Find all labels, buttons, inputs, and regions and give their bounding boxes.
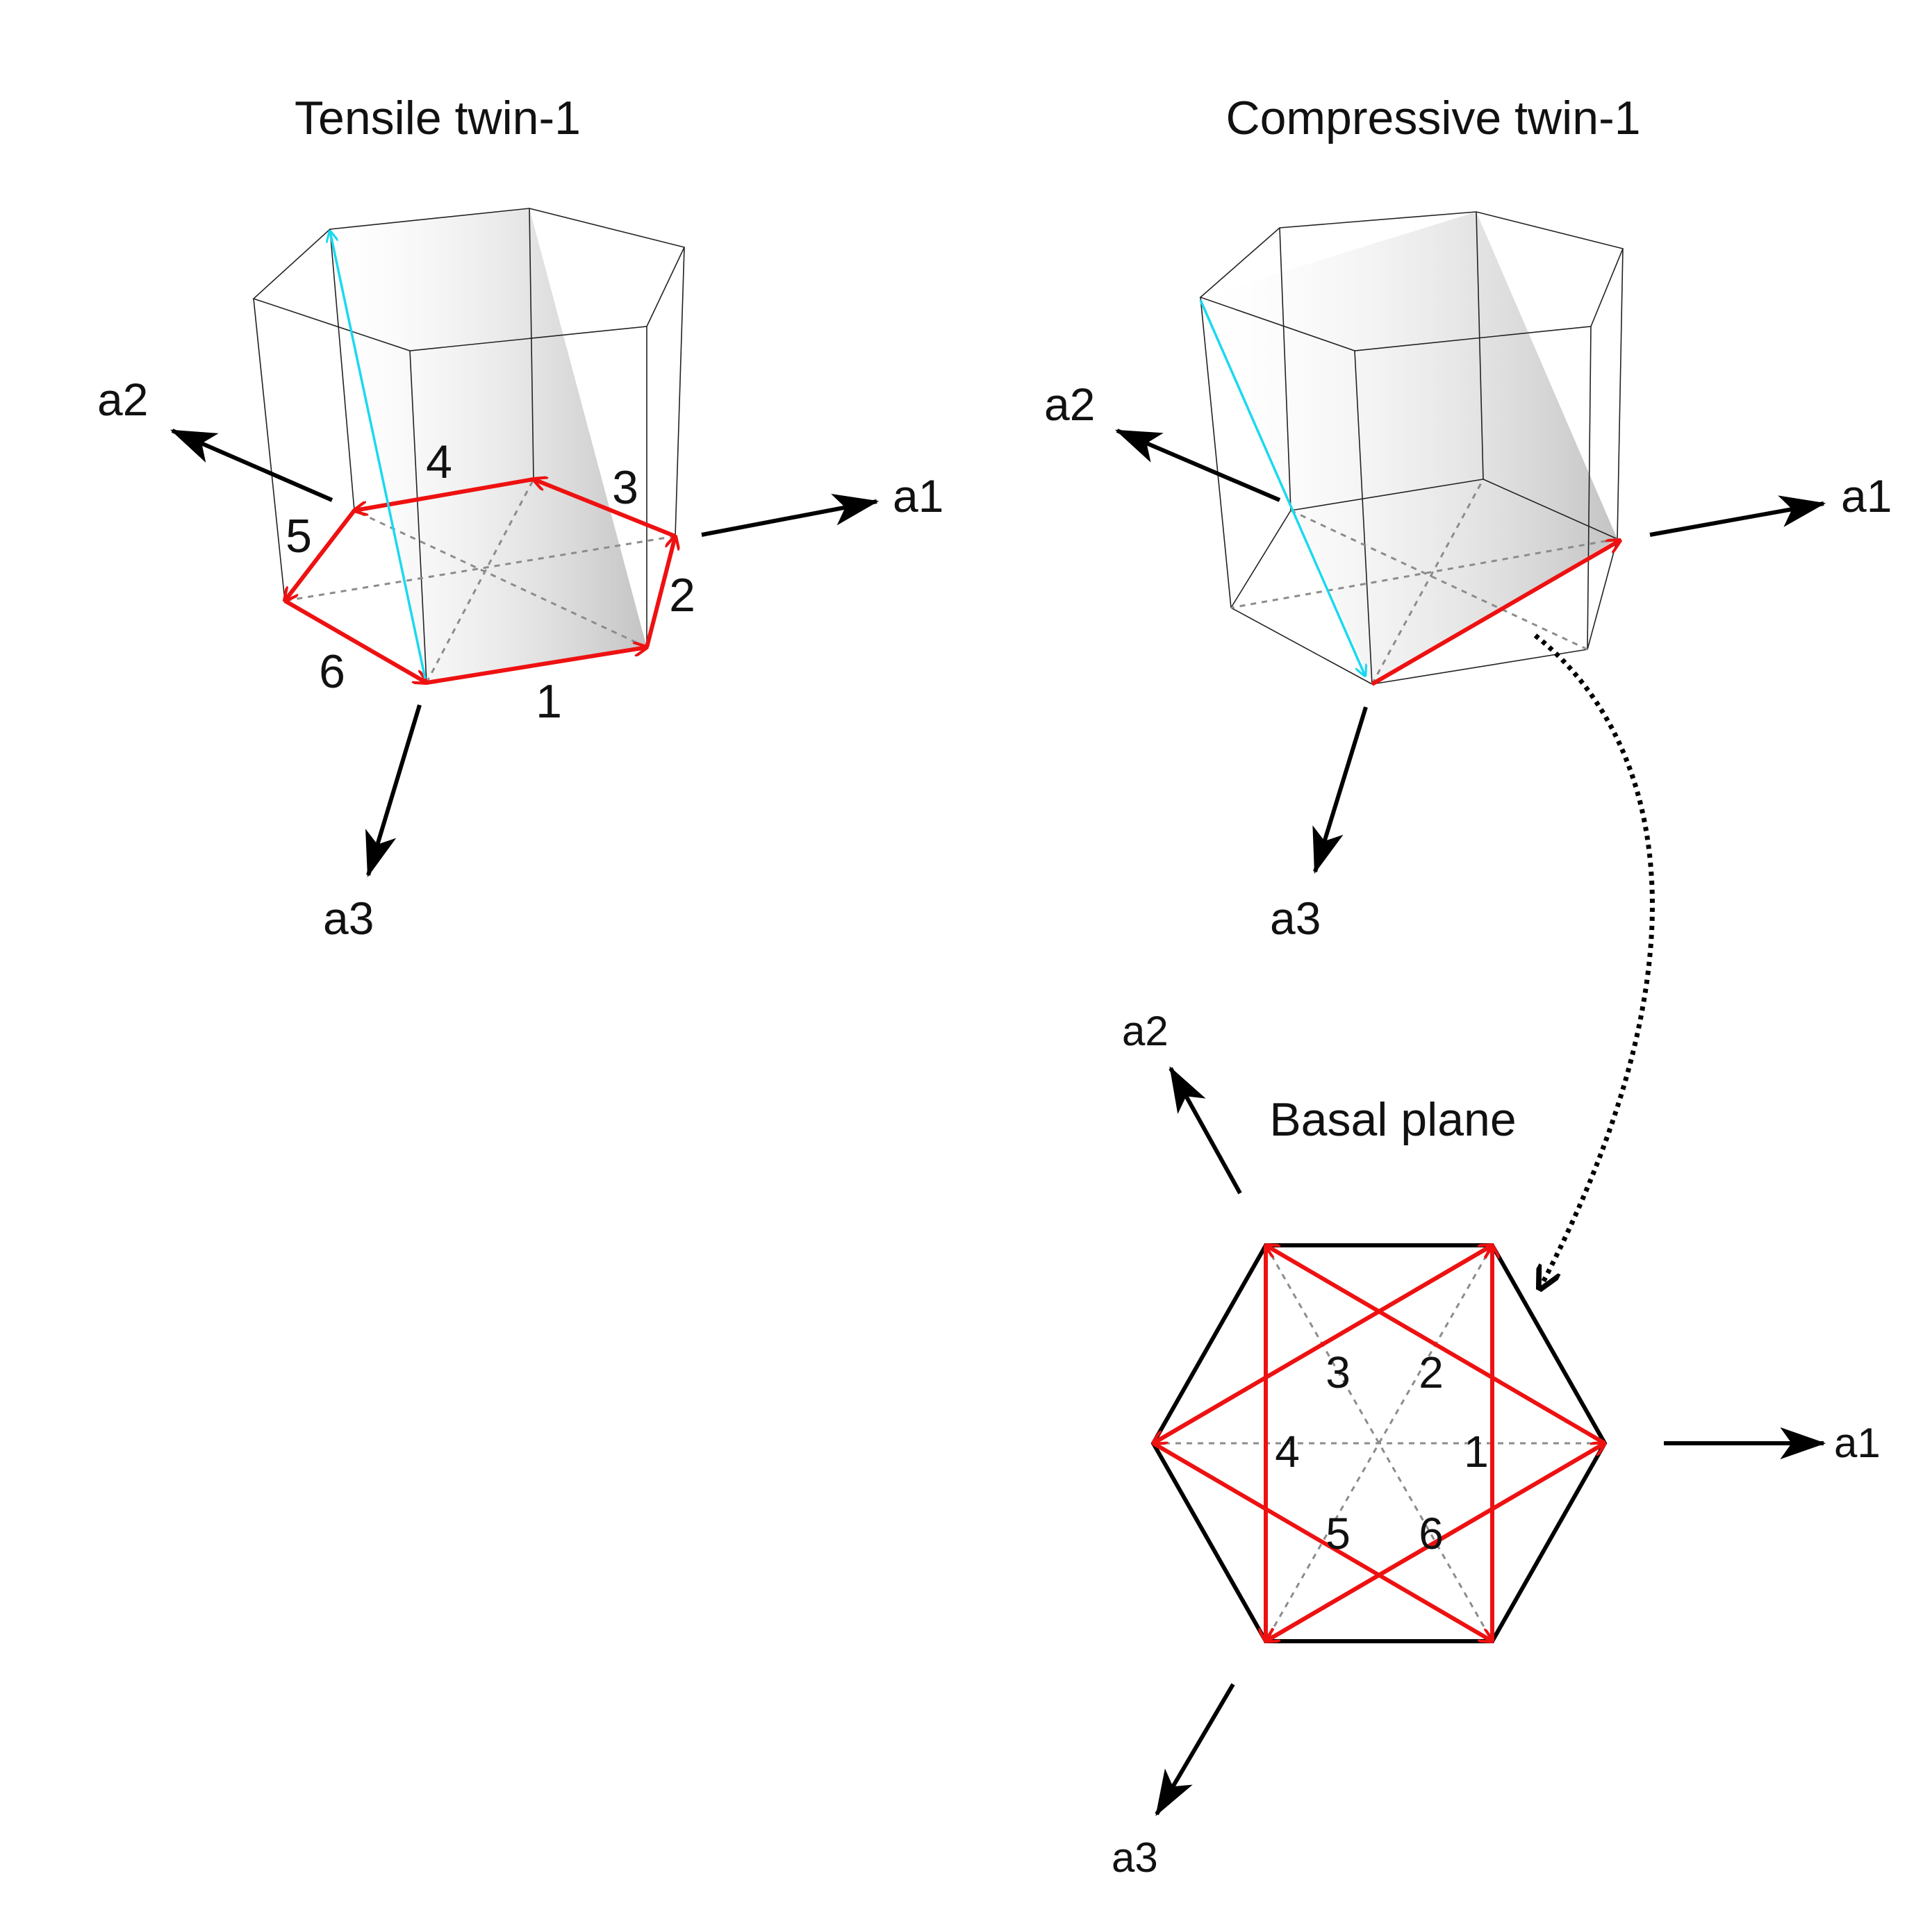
- basal-number-3: 3: [1326, 1347, 1351, 1397]
- basal-title: Basal plane: [1269, 1093, 1516, 1146]
- tensile-axes: a1 a2 a3: [97, 374, 943, 944]
- tensile-a3-label: a3: [323, 892, 374, 944]
- compressive-a2-arrow: [1114, 429, 1281, 502]
- basal-a1-label: a1: [1834, 1420, 1881, 1466]
- basal-direction-8: [1153, 1243, 1494, 1443]
- compressive-a3-arrow: [1312, 706, 1368, 874]
- tensile-number-1: 1: [536, 675, 562, 728]
- tensile-a2-label: a2: [97, 374, 148, 425]
- tensile-basal-diagonals: [284, 479, 676, 683]
- tensile-a3-arrow: [365, 704, 422, 878]
- basal-direction-6: [1152, 1441, 1492, 1641]
- tensile-panel: Tensile twin-1: [97, 92, 943, 944]
- basal-number-6: 6: [1419, 1509, 1444, 1559]
- tensile-number-3: 3: [612, 461, 638, 514]
- tensile-edge-numbers: 1 2 3 4 5 6: [286, 435, 695, 728]
- basal-a2-arrow: [1169, 1066, 1242, 1195]
- compressive-prism: [1199, 211, 1624, 685]
- dotted-connector-arrow: [1533, 633, 1655, 1286]
- tensile-twin-plane: [330, 208, 647, 683]
- compressive-twin-plane: [1200, 212, 1617, 684]
- compressive-a2-label: a2: [1044, 379, 1095, 430]
- tensile-shear-vector: [330, 231, 427, 679]
- tensile-twin-directions: [285, 479, 675, 683]
- basal-direction-7: [1264, 1443, 1605, 1643]
- tensile-direction-1: [426, 647, 647, 685]
- tensile-title: Tensile twin-1: [295, 92, 581, 144]
- compressive-a3-label: a3: [1270, 892, 1321, 944]
- basal-axes: a1 a2 a3: [1112, 1008, 1881, 1881]
- basal-twin-directions: [1153, 1245, 1605, 1641]
- tensile-direction-6: [283, 599, 427, 683]
- basal-a3-label: a3: [1112, 1834, 1158, 1881]
- compressive-basal-diagonals: [1230, 479, 1618, 685]
- compressive-panel: Compressive twin-1: [1044, 92, 1892, 1286]
- basal-number-4: 4: [1275, 1427, 1300, 1477]
- tensile-prism: [252, 208, 686, 683]
- basal-direction-3: [1266, 1245, 1606, 1445]
- tensile-number-5: 5: [286, 510, 312, 563]
- basal-a2-label: a2: [1122, 1008, 1169, 1054]
- tensile-a2-arrow: [170, 429, 333, 502]
- tensile-a1-arrow: [701, 494, 880, 537]
- tensile-direction-5: [285, 509, 356, 601]
- tensile-number-4: 4: [426, 435, 452, 488]
- basal-direction-numbers: 1 2 3 4 5 6: [1275, 1347, 1489, 1559]
- compressive-twin-direction: [1371, 540, 1620, 686]
- tensile-direction-2: [645, 536, 675, 648]
- compressive-title: Compressive twin-1: [1225, 92, 1640, 144]
- tensile-direction-3: [534, 479, 677, 538]
- tensile-number-6: 6: [319, 645, 345, 698]
- basal-diagonals: [1153, 1245, 1605, 1642]
- tensile-direction-4: [354, 477, 534, 510]
- basal-panel: Basal plane 1 2 3 4 5 6: [1112, 1008, 1881, 1881]
- tensile-a1-label: a1: [893, 470, 943, 522]
- tensile-number-2: 2: [669, 569, 695, 622]
- compressive-a1-arrow: [1649, 495, 1826, 537]
- basal-number-5: 5: [1326, 1509, 1351, 1559]
- compressive-shear-vector: [1199, 299, 1365, 676]
- compressive-axes: a1 a2 a3: [1044, 379, 1892, 944]
- basal-number-2: 2: [1419, 1347, 1444, 1397]
- compressive-a1-label: a1: [1841, 470, 1892, 522]
- basal-a3-arrow: [1155, 1683, 1235, 1816]
- basal-number-1: 1: [1464, 1427, 1489, 1477]
